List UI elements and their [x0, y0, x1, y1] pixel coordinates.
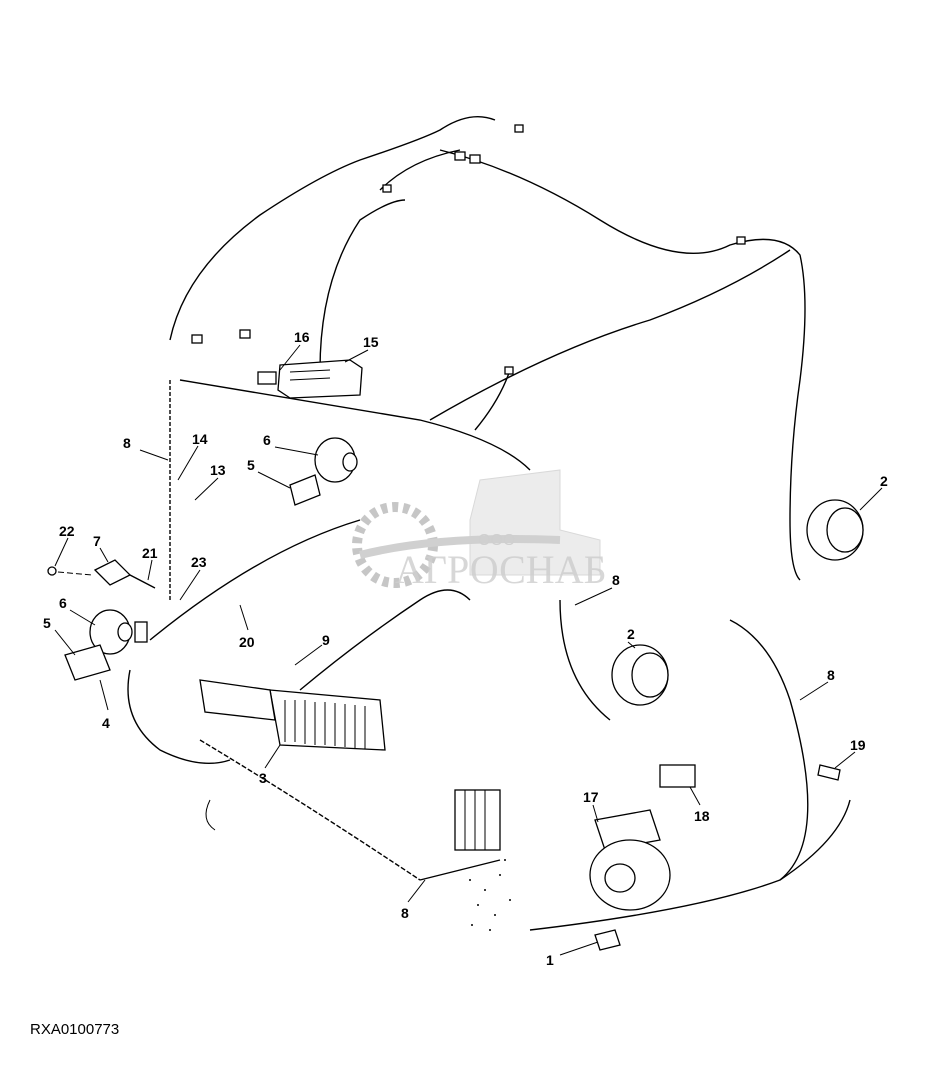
sensor-19 [817, 764, 841, 781]
callout-8: 8 [123, 435, 131, 451]
callout-15: 15 [363, 334, 379, 350]
watermark-name: АГРОСНАБ [395, 547, 607, 592]
connector-block [454, 789, 501, 851]
callout-2: 2 [880, 473, 888, 489]
rear-lamp-right [806, 499, 864, 561]
figure-id: RXA0100773 [30, 1021, 120, 1038]
watermark-logo: ООО АГРОСНАБ [352, 469, 607, 592]
callout-21: 21 [142, 545, 158, 561]
callout-5: 5 [247, 457, 255, 473]
work-light-upper [289, 437, 358, 506]
connector-1 [594, 929, 621, 951]
callout-4: 4 [102, 715, 110, 731]
switch-assembly [47, 559, 156, 589]
floor-stipple [469, 859, 511, 931]
work-light-lower [64, 609, 148, 681]
callout-13: 13 [210, 462, 226, 478]
floor-harness [127, 519, 851, 931]
callout-22: 22 [59, 523, 75, 539]
control-module [257, 359, 363, 399]
callout-3: 3 [259, 770, 267, 786]
watermark-prefix: ООО [478, 532, 515, 549]
relay-18 [659, 764, 696, 788]
callout-2: 2 [627, 626, 635, 642]
callout-8: 8 [612, 572, 620, 588]
callout-8: 8 [827, 667, 835, 683]
fuse-relay-block [199, 679, 386, 751]
roof-harness [169, 116, 806, 581]
blower-motor [589, 809, 671, 911]
callout-17: 17 [583, 789, 599, 805]
callout-14: 14 [192, 431, 208, 447]
callout-6: 6 [59, 595, 67, 611]
callout-7: 7 [93, 533, 101, 549]
callout-23: 23 [191, 554, 207, 570]
callout-1: 1 [546, 952, 554, 968]
callout-labels: 16 15 8 14 6 13 5 2 22 7 21 23 8 6 5 20 … [43, 329, 888, 968]
callout-8: 8 [401, 905, 409, 921]
callout-20: 20 [239, 634, 255, 650]
callout-5: 5 [43, 615, 51, 631]
leader-lines [54, 344, 883, 956]
callout-9: 9 [322, 632, 330, 648]
rear-lamp-center [611, 644, 669, 706]
callout-18: 18 [694, 808, 710, 824]
callout-6: 6 [263, 432, 271, 448]
callout-16: 16 [294, 329, 310, 345]
callout-19: 19 [850, 737, 866, 753]
